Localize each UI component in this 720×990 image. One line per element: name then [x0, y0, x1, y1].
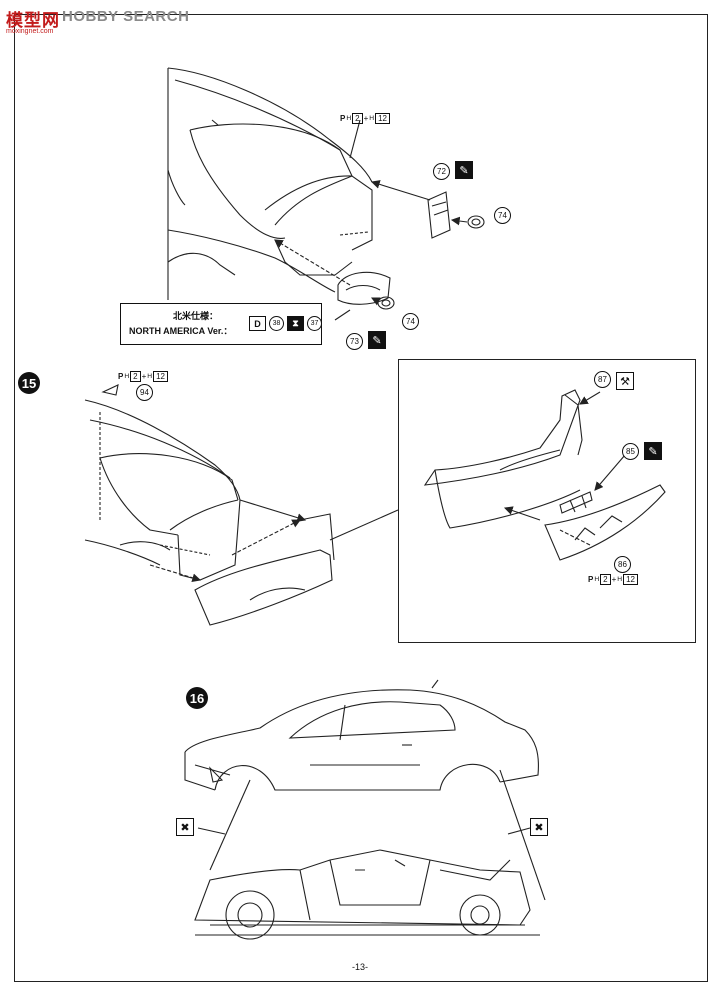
- code-37: 37: [307, 316, 322, 331]
- step-number-16: 16: [186, 687, 208, 709]
- paint-sub: H: [617, 576, 623, 583]
- detail-box: [398, 359, 696, 643]
- no-cement-icon: ✖: [176, 818, 194, 836]
- paint-number: 12: [153, 371, 168, 382]
- cement-icon: ✎: [644, 442, 662, 460]
- north-america-codes: D 38 ⧗ 37: [249, 316, 322, 331]
- part-number-74: 74: [402, 313, 419, 330]
- watermark: 模型网 HOBBY SEARCH moxingnet.com: [2, 4, 202, 38]
- paint-sub: H: [594, 576, 600, 583]
- part-number-87: 87: [594, 371, 611, 388]
- part-number-94: 94: [136, 384, 153, 401]
- paint-number: 2: [352, 113, 363, 124]
- no-cement-icon: ✖: [530, 818, 548, 836]
- step16-chassis-drawing: [194, 849, 540, 940]
- north-america-note: 北米仕様： NORTH AMERICA Ver.： D 38 ⧗ 37: [120, 303, 322, 345]
- cement-icon: ✎: [455, 161, 473, 179]
- page-number: -13-: [351, 962, 368, 972]
- part-number-72: 72: [433, 163, 450, 180]
- paint-plus: +: [611, 575, 617, 584]
- paint-sub: H: [147, 373, 153, 380]
- hourglass-icon: ⧗: [287, 316, 304, 331]
- step-number-15: 15: [18, 372, 40, 394]
- paint-plus: +: [141, 372, 147, 381]
- north-america-label-jp: 北米仕様：: [173, 311, 219, 321]
- step16-body-drawing: [184, 679, 539, 791]
- page-frame: [14, 14, 708, 982]
- part-number-73: 73: [346, 333, 363, 350]
- paint-number: 2: [130, 371, 141, 382]
- detail-bumper-drawing: [423, 389, 666, 561]
- paint-sub: H: [369, 115, 375, 122]
- watermark-logo: 模型网: [6, 11, 60, 31]
- cement-icon: ✎: [368, 331, 386, 349]
- paint-sub: H: [124, 373, 130, 380]
- paint-number: 12: [623, 574, 638, 585]
- watermark-text: HOBBY SEARCH: [62, 8, 190, 25]
- part-number-85: 85: [622, 443, 639, 460]
- paint-letter: P: [118, 372, 124, 381]
- part-number-74: 74: [494, 207, 511, 224]
- paint-number: 12: [375, 113, 390, 124]
- top-car-rear-drawing: [167, 67, 485, 321]
- code-d: D: [249, 316, 266, 331]
- paint-sub: H: [346, 115, 352, 122]
- tweezers-icon: ⚒: [616, 372, 634, 390]
- paint-letter: P: [588, 575, 594, 584]
- watermark-sub: moxingnet.com: [6, 28, 54, 35]
- code-38: 38: [269, 316, 284, 331]
- paint-number: 2: [600, 574, 611, 585]
- paint-plus: +: [363, 114, 369, 123]
- north-america-label-en: NORTH AMERICA Ver.：: [129, 326, 233, 336]
- part-number-86: 86: [614, 556, 631, 573]
- step15-car-drawing: [84, 384, 399, 626]
- paint-letter: P: [340, 114, 346, 123]
